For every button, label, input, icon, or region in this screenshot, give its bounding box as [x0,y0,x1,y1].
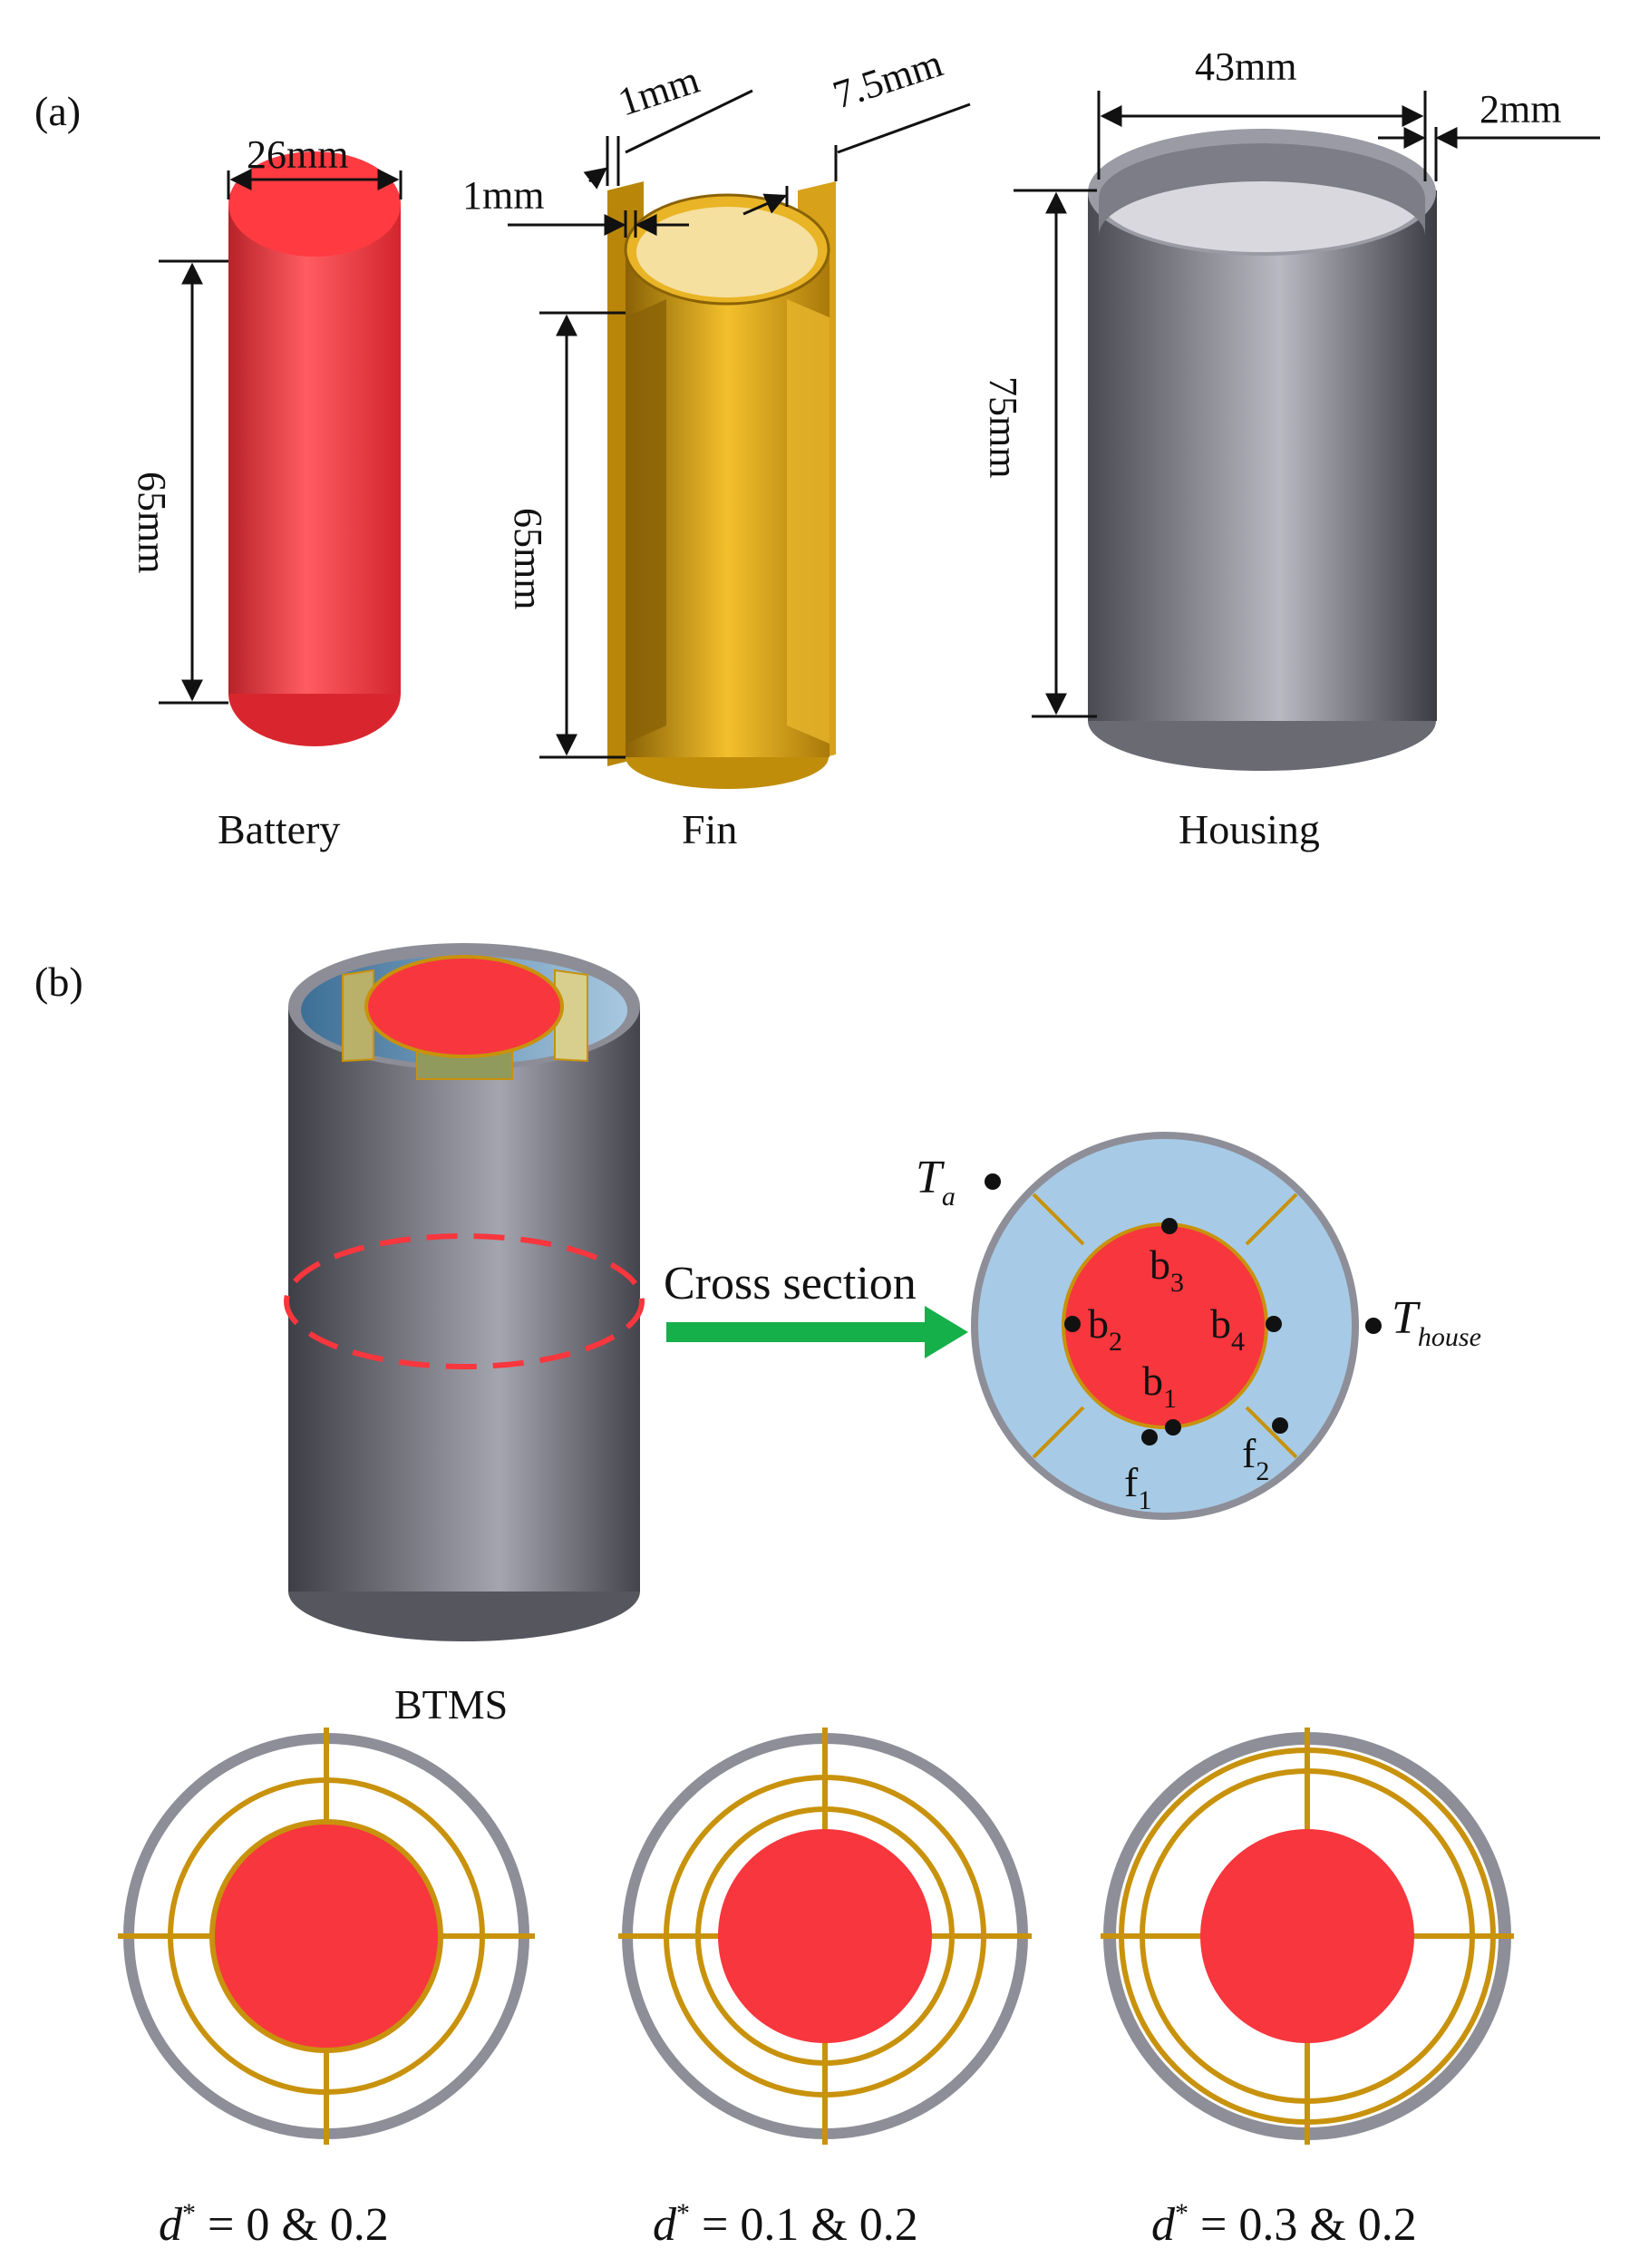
svg-text:Ta: Ta [916,1152,956,1212]
battery-caption: Battery [218,806,340,852]
config-1-var: d [159,2199,183,2251]
battery-diameter-label: 26mm [247,132,348,177]
point-f1 [1141,1429,1158,1445]
housing-diameter-label: 43mm [1195,44,1296,89]
battery-diameter-dimension [227,169,403,200]
ta-label: T [916,1152,945,1203]
config-3-var: d [1151,2199,1176,2251]
config-3-value: = 0.3 & 0.2 [1189,2199,1417,2251]
housing-caption: Housing [1179,806,1320,852]
f1-label: f [1124,1459,1139,1505]
b2-label: b [1088,1300,1109,1347]
b4-label: b [1210,1300,1231,1347]
f2-sub: 2 [1256,1456,1269,1486]
fin-assembly [607,181,836,789]
thouse-label: T [1392,1292,1421,1344]
cross-section-diagram [971,1132,1359,1520]
battery-height-label: 65mm [130,472,174,573]
svg-text:d* = 0.1 & 0.2: d* = 0.1 & 0.2 [653,2198,918,2251]
svg-text:b2: b2 [1088,1300,1122,1357]
config-1-sup: * [182,2198,196,2228]
fin-thickness-top-label: 1mm [613,57,704,125]
fin-caption: Fin [682,806,737,852]
housing-wall-dimension [1378,127,1600,181]
fin-height-label: 65mm [506,508,550,609]
point-f2 [1272,1417,1288,1434]
fin-height-dimension [539,311,626,759]
config-2-value: = 0.1 & 0.2 [690,2199,918,2251]
config-2-sup: * [676,2198,690,2228]
f1-sub: 1 [1138,1485,1151,1515]
svg-text:f1: f1 [1124,1459,1151,1515]
b4-sub: 4 [1231,1327,1245,1357]
point-b1 [1165,1419,1181,1436]
b1-label: b [1142,1358,1163,1404]
battery-cylinder [228,151,401,746]
point-b3 [1161,1218,1178,1234]
cross-section-label: Cross section [664,1258,917,1309]
point-b4 [1266,1316,1282,1332]
config-1-value: = 0 & 0.2 [196,2199,389,2251]
ta-sub: a [942,1182,956,1212]
cross-section-arrow [666,1306,968,1358]
housing-wall-label: 2mm [1480,87,1561,131]
btms-config-3 [1101,1728,1514,2145]
b3-sub: 3 [1170,1268,1184,1298]
point-thouse [1365,1318,1382,1334]
btms-title: BTMS [394,1681,508,1728]
panel-b-label: (b) [34,959,83,1005]
btms-config-1 [118,1728,535,2145]
housing-cylinder [1088,129,1437,771]
svg-text:Thouse: Thouse [1392,1292,1481,1352]
b1-sub: 1 [1163,1384,1177,1414]
fin-thickness-side-label: 1mm [462,173,544,218]
svg-text:b3: b3 [1150,1241,1184,1298]
point-b2 [1064,1316,1081,1332]
panel-a-label: (a) [34,88,81,134]
measurement-points [985,1173,1382,1445]
config-2-var: d [653,2199,677,2251]
svg-text:b4: b4 [1210,1300,1245,1357]
fin-length-label: 7.5mm [828,41,948,118]
housing-height-label: 75mm [981,376,1025,478]
battery-height-dimension [159,259,228,705]
svg-text:b1: b1 [1142,1358,1177,1414]
btms-config-2 [618,1728,1032,2145]
fin-thickness-dimensions [508,89,971,238]
btms-assembly [284,943,645,1641]
b2-sub: 2 [1109,1327,1122,1357]
b3-label: b [1150,1241,1170,1288]
svg-text:d* = 0 & 0.2: d* = 0 & 0.2 [159,2198,389,2251]
housing-height-dimension [1014,189,1097,718]
f2-label: f [1242,1430,1256,1476]
svg-text:d* = 0.3 & 0.2: d* = 0.3 & 0.2 [1151,2198,1417,2251]
config-3-sup: * [1175,2198,1189,2228]
point-ta [985,1173,1001,1190]
thouse-sub: house [1418,1322,1481,1352]
svg-text:f2: f2 [1242,1430,1269,1486]
